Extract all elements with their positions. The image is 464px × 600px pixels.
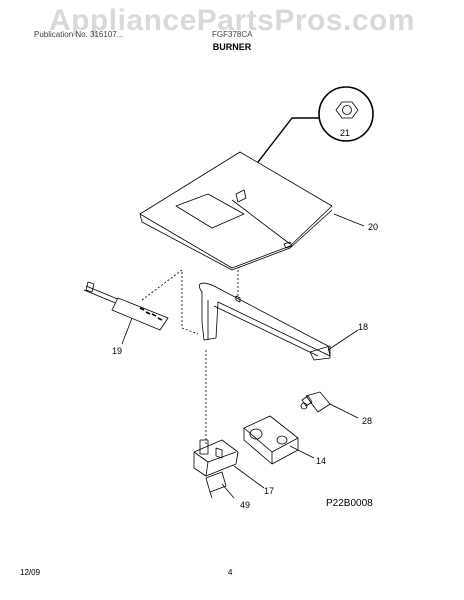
callout-17: 17 bbox=[264, 486, 274, 496]
part-20-leader bbox=[333, 213, 365, 227]
alignment-lines bbox=[141, 269, 239, 446]
page-number: 4 bbox=[228, 568, 233, 577]
part-28-orifice bbox=[300, 391, 331, 413]
part-21-nut bbox=[318, 86, 374, 142]
part-17-bracket bbox=[193, 439, 239, 477]
part-18-burner-tube bbox=[198, 282, 331, 361]
diagram-code: P22B0008 bbox=[326, 498, 373, 509]
section-title: BURNER bbox=[212, 42, 252, 52]
footer-date: 12/09 bbox=[20, 568, 41, 577]
publication-number: Publication No. 316107... bbox=[34, 30, 124, 39]
part-20-baffle bbox=[139, 151, 333, 271]
part-49-clip bbox=[205, 471, 227, 499]
callout-18: 18 bbox=[358, 322, 368, 332]
part-28-leader bbox=[329, 403, 359, 419]
callout-14: 14 bbox=[316, 456, 326, 466]
model-number: FGF378CA bbox=[212, 30, 253, 39]
part-19-igniter bbox=[83, 281, 169, 331]
site-watermark: AppliancePartsPros.com bbox=[48, 4, 416, 37]
callout-20: 20 bbox=[368, 222, 378, 232]
callout-28: 28 bbox=[362, 416, 372, 426]
part-14-valve bbox=[243, 415, 299, 465]
part-17-leader bbox=[233, 465, 265, 489]
callout-19: 19 bbox=[112, 346, 122, 356]
part-49-leader bbox=[221, 483, 235, 499]
part-18-leader bbox=[327, 329, 359, 351]
part-14-leader bbox=[289, 445, 315, 459]
callout-21: 21 bbox=[340, 128, 350, 138]
callout-49: 49 bbox=[240, 500, 250, 510]
part-19-leader bbox=[121, 317, 133, 345]
